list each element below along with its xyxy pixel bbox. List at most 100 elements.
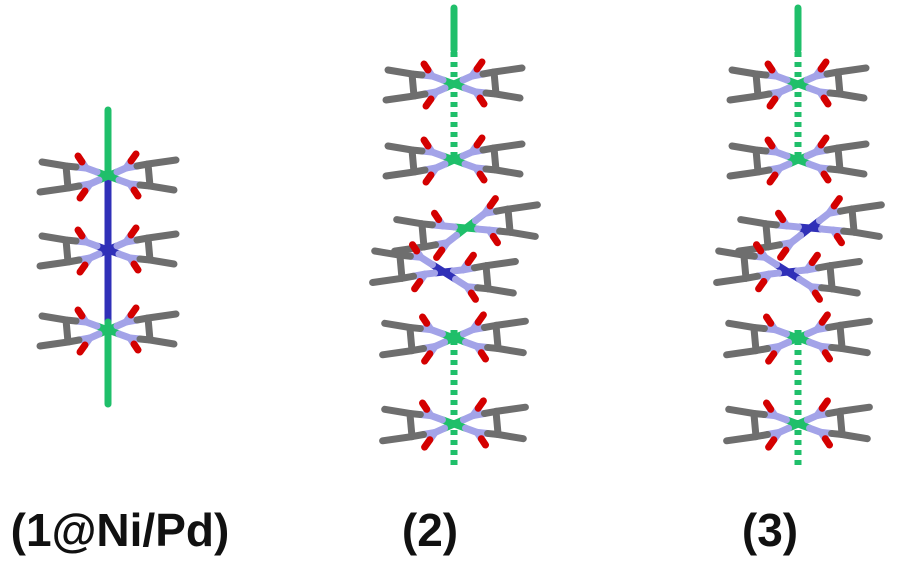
panel-label-3: (3) [741,504,799,556]
layer-p1-3-r5 [146,336,178,348]
layer-p3-1-r4 [834,64,870,76]
layer-p3-1-l4 [728,66,760,78]
layer-p2-6-l6-b [419,399,431,413]
layer-p2-2-r6-b [473,134,486,149]
layer-p3-5-l3 [750,324,760,355]
layer-p2-5-l7-b [421,350,434,365]
layer-p3-2-r4 [834,140,870,152]
layer-p2-2-l6-b [420,136,432,150]
layer-p2-4-r6-b [464,251,477,267]
layer-p2-3-l4 [393,216,426,228]
layer-p2-6-l3 [406,410,416,441]
layer-p2-5-r5 [494,345,527,357]
layer-p2-4-r7-b [467,289,479,303]
layer-p3-2-l7-b [766,171,779,186]
layer-p3-5-l7-b [765,350,778,365]
layer-p2-2-l7-b [422,171,435,186]
layer-p3-3-l5 [735,243,772,255]
panel-label-1: (1@Ni/Pd) [10,504,230,556]
layer-p2-4-l3 [396,251,406,282]
layer-p3-1-l6-b [764,60,776,74]
layer-p3-3-r4 [848,201,885,213]
layer-p3-4-r7-b [811,289,823,303]
layer-p3-3-r5 [850,228,883,240]
layer-p1-1-l6-b [74,152,86,166]
layer-p2-2-r7-b [476,170,488,184]
layer-p3-2-l4 [728,142,760,154]
layer-p3-3-l3 [762,220,772,251]
layer-p2-5-r4 [492,317,529,329]
layer-p3-1-l5 [726,92,762,104]
layer-p2-6-r5 [494,431,527,443]
layer-p2-1-r6-b [473,58,486,73]
layer-p2-1-l4 [384,66,416,78]
layer-p3-6-r3 [836,407,846,438]
layer-p1-2-r7-b [130,260,142,274]
layer-p2-5-l6-b [419,313,431,327]
layer-p2-5-l4 [381,319,414,331]
layer-p3-6-r7-b [821,435,833,449]
layer-p1-2-r6-b [127,224,140,239]
layer-p3-6-r4 [836,403,873,415]
layer-p3-6-r6-b [818,397,831,412]
layer-p2-5-r6-b [474,311,487,326]
layer-p2-3-l5 [391,243,428,255]
layer-p2-6-l5 [379,433,416,445]
layer-p1-3-r3 [144,314,154,344]
layer-p2-3-r6-b [486,195,499,210]
layer-p2-4-l4 [371,247,404,259]
layer-p2-2-r4 [490,140,526,152]
layer-p3-2-r3 [834,144,844,174]
layer-p3-3-r6-b [830,195,843,210]
layer-p2-5-r3 [492,321,502,352]
structure-2 [369,4,541,470]
layer-p3-6-r5 [838,431,871,443]
layer-p3-2-r7-b [820,170,832,184]
layer-p3-4-r4 [826,258,863,270]
layer-p3-4-l7-b [755,277,768,293]
layer-p2-3-l7-b [433,246,446,261]
layer-p2-6-r3 [492,407,502,438]
layer-p3-1-l3 [752,70,762,100]
layer-p2-2-l3 [408,146,418,176]
layer-p3-2-l3 [752,146,762,176]
layer-p2-1-r7-b [476,94,488,108]
layer-p3-3-l6-b [775,209,787,224]
layer-p1-1-r7-b [130,186,142,200]
layer-p3-2-l6-b [764,136,776,150]
layer-p3-1-r5 [836,90,868,102]
layer-p1-3-l6-b [74,306,86,320]
layer-p1-2-l7-b [76,261,89,276]
layer-p3-5-l6-b [763,313,775,327]
layer-p3-6-l6-b [763,399,775,413]
layer-p3-5-r4 [836,317,873,329]
layer-p3-1-r3 [834,68,844,98]
layer-p1-2-r3 [144,234,154,264]
layer-p3-4-l5 [713,274,750,286]
layer-p3-6-l5 [723,433,760,445]
layer-p2-1-r5 [492,90,524,102]
layer-p3-6-l7-b [765,436,778,451]
layer-p3-3-r3 [848,205,858,236]
layer-p3-4-r6-b [808,251,821,267]
layer-p1-1-l3 [62,162,72,192]
layer-p2-1-l6-b [420,60,432,74]
layer-p2-6-r4 [492,403,529,415]
layer-p2-1-l7-b [422,95,435,110]
structure-1-ni-pd [36,106,180,408]
layer-p2-1-l5 [382,92,418,104]
layer-p2-3-l3 [418,220,428,251]
layer-p3-5-l4 [725,319,758,331]
layer-p1-2-l5 [36,258,72,270]
layer-p1-1-r6-b [127,150,140,165]
layer-p1-1-l7-b [76,187,89,202]
layer-p3-2-r6-b [817,134,830,149]
layer-p2-6-l7-b [421,436,434,451]
layer-p3-6-l4 [725,405,758,417]
layer-p2-3-r5 [506,228,539,240]
layer-p3-4-r3 [826,262,836,293]
layer-p3-5-r3 [836,321,846,352]
layer-p2-6-r6-b [474,397,487,412]
layer-p3-1-r7-b [820,94,832,108]
layer-p3-3-l4 [737,216,770,228]
